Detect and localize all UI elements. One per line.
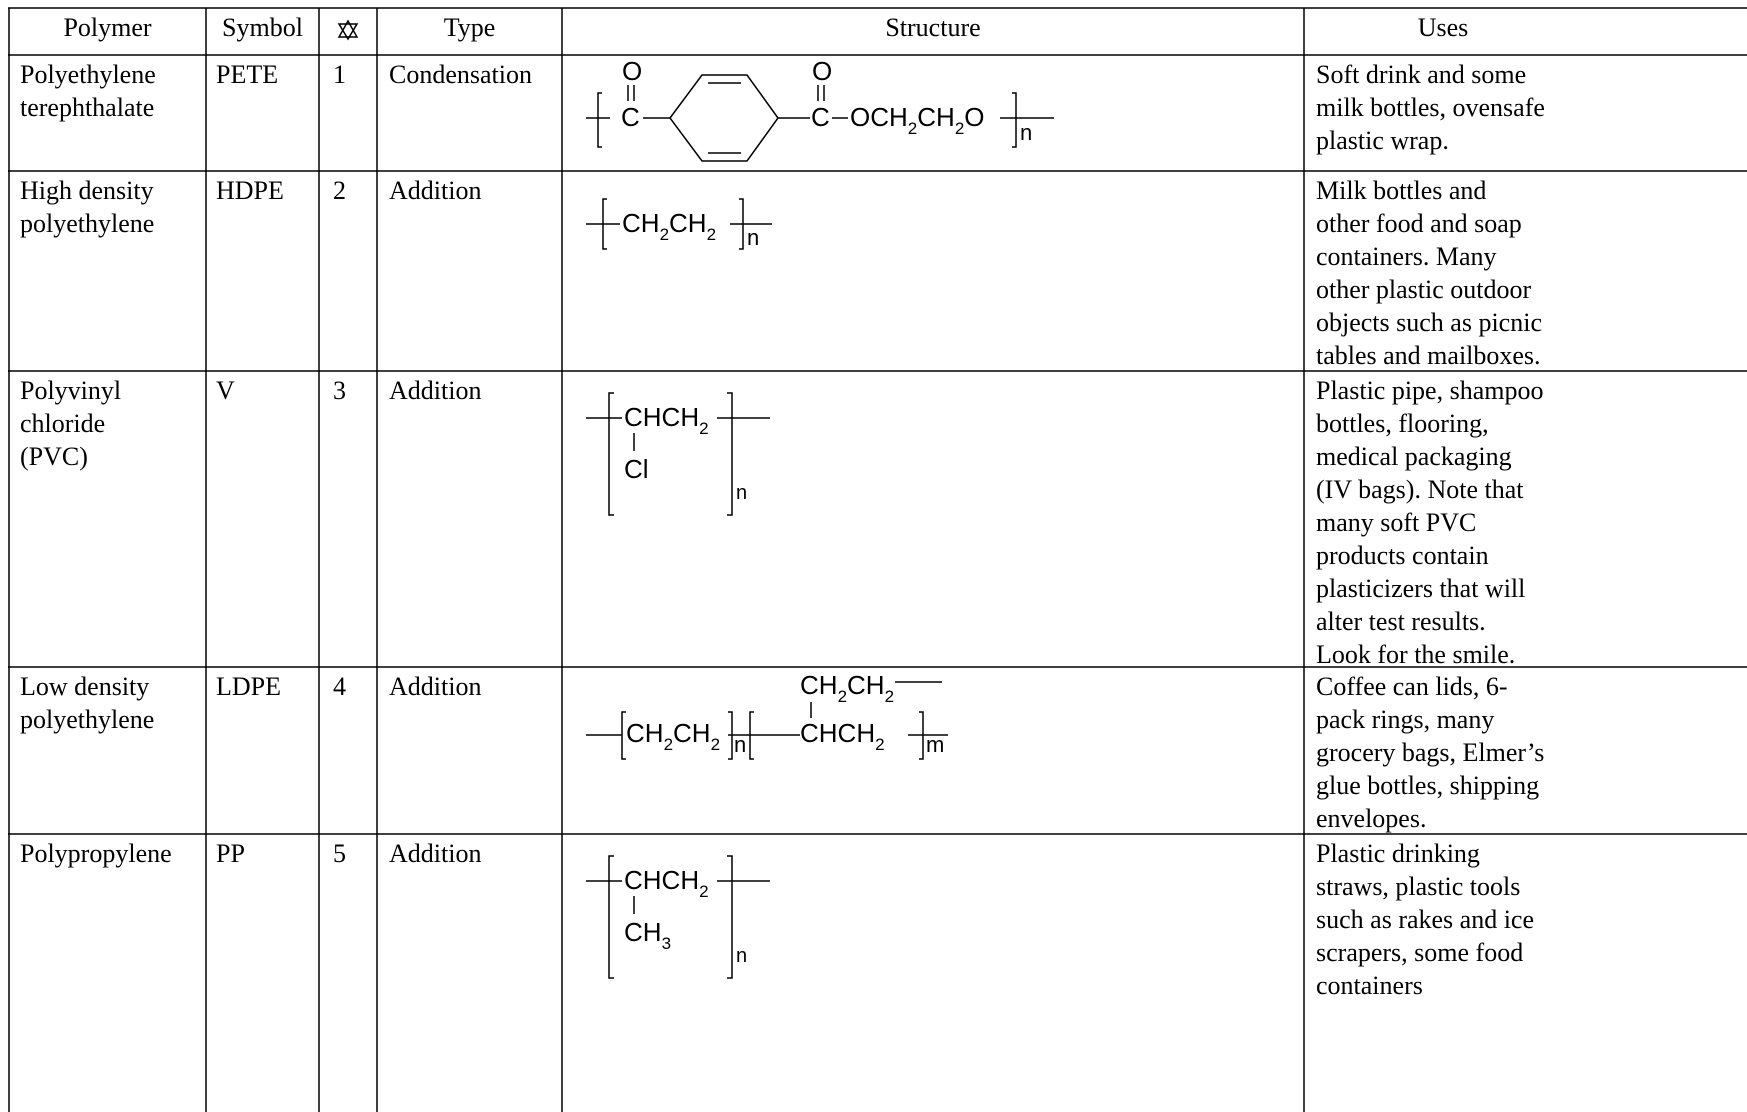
- pete-o1: O: [622, 56, 642, 86]
- pp-sub: CH3: [624, 917, 671, 953]
- header-uses: Uses: [1417, 13, 1469, 42]
- pp-n: n: [736, 945, 747, 967]
- header-polymer: Polymer: [63, 13, 152, 42]
- ldpe-n: n: [734, 732, 746, 757]
- row-1-uses: Soft drink and some milk bottles, ovensa…: [1316, 60, 1545, 155]
- row-2-structure: CH2CH2 n: [586, 198, 772, 250]
- row-4-type: Addition: [389, 672, 482, 701]
- row-3-structure: CHCH2 Cl n: [586, 392, 770, 516]
- pvc-n: n: [736, 482, 747, 504]
- row-4-structure: CH2CH2 CH2CH2 n CHCH2 m: [586, 670, 948, 760]
- pvc-main: CHCH2: [624, 402, 709, 438]
- row-5-number: 5: [333, 839, 346, 868]
- row-5-uses: Plastic drinking straws, plastic tools s…: [1316, 839, 1535, 1000]
- pp-main: CHCH2: [624, 865, 709, 901]
- pete-c1: C: [621, 102, 640, 132]
- header-symbol: Symbol: [222, 13, 303, 42]
- pete-o2: O: [812, 56, 832, 86]
- row-3-number: 3: [333, 376, 346, 405]
- hdpe-n: n: [747, 225, 759, 250]
- row-4-polymer: Low density polyethylene: [20, 672, 155, 734]
- row-4-number: 4: [333, 672, 346, 701]
- row-1-structure: O C O C OCH2CH2O n: [586, 56, 1054, 162]
- ldpe-chain: CH2CH2: [626, 718, 720, 754]
- row-4-symbol: LDPE: [216, 672, 281, 701]
- row-1-polymer: Polyethylene terephthalate: [20, 60, 156, 122]
- header-structure: Structure: [885, 13, 981, 42]
- row-2-symbol: HDPE: [216, 176, 284, 205]
- row-4-uses: Coffee can lids, 6- pack rings, many gro…: [1316, 672, 1545, 833]
- row-2-number: 2: [333, 176, 346, 205]
- row-5-type: Addition: [389, 839, 482, 868]
- row-3-uses: Plastic pipe, shampoo bottles, flooring,…: [1316, 376, 1544, 669]
- row-2-uses: Milk bottles and other food and soap con…: [1316, 176, 1542, 370]
- row-2-polymer: High density polyethylene: [20, 176, 155, 238]
- row-5-structure: CHCH2 CH3 n: [586, 855, 770, 979]
- row-5-symbol: PP: [216, 839, 245, 868]
- row-1-number: 1: [333, 60, 346, 89]
- row-3-type: Addition: [389, 376, 482, 405]
- ldpe-main: CHCH2: [800, 718, 885, 754]
- row-5-polymer: Polypropylene: [20, 839, 172, 868]
- header-type: Type: [443, 13, 496, 42]
- row-2-type: Addition: [389, 176, 482, 205]
- pvc-sub: Cl: [624, 454, 649, 484]
- ldpe-m: m: [926, 732, 944, 757]
- row-1-type: Condensation: [389, 60, 532, 89]
- row-3-polymer: Polyvinyl chloride (PVC): [20, 376, 122, 471]
- pete-n: n: [1020, 120, 1032, 145]
- row-3-symbol: V: [216, 376, 235, 405]
- row-1-symbol: PETE: [216, 60, 279, 89]
- ldpe-top: CH2CH2: [800, 670, 894, 706]
- hdpe-chain: CH2CH2: [622, 208, 716, 244]
- recycling-symbol-icon: [337, 19, 359, 41]
- pete-chain: OCH2CH2O: [850, 102, 985, 138]
- pete-c2: C: [811, 102, 830, 132]
